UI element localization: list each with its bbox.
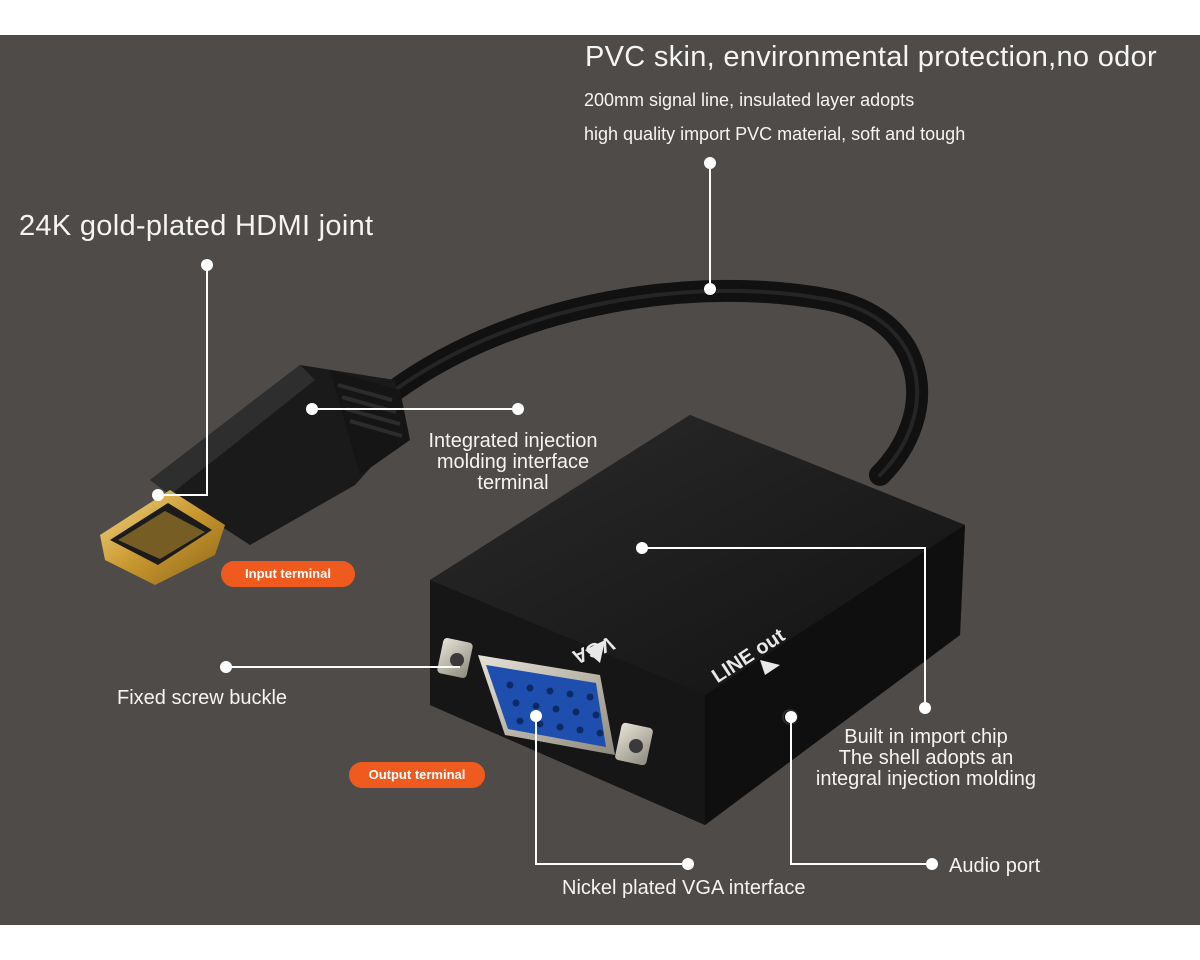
injection-line-2: molding interface [436, 451, 590, 473]
chip-line-2: The shell adopts an [838, 747, 1014, 769]
callout-leaders [158, 163, 932, 865]
hdmi-to-vga-adapter-illustration: VGA LINE out [100, 157, 965, 870]
vga-interface-label: Nickel plated VGA interface [562, 877, 806, 899]
input-terminal-badge: Input terminal [221, 561, 355, 587]
screw-buckle-label: Fixed screw buckle [117, 687, 288, 709]
line-out-arrow-icon [760, 660, 780, 675]
product-photo-panel: VGA LINE out PVC skin, environmental pro… [0, 35, 1200, 925]
pvc-line-1: 200mm signal line, insulated layer adopt… [584, 90, 915, 110]
pvc-title: PVC skin, environmental protection,no od… [585, 41, 1157, 73]
injection-callout: Integrated injection molding interface t… [408, 431, 618, 494]
injection-line-3: terminal [477, 472, 549, 494]
pvc-line-2: high quality import PVC material, soft a… [584, 124, 966, 144]
hdmi-plug [100, 365, 410, 585]
injection-line-1: Integrated injection [428, 430, 598, 452]
chip-line-1: Built in import chip [844, 726, 1008, 748]
chip-callout: Built in import chip The shell adopts an… [795, 727, 1057, 790]
output-terminal-badge: Output terminal [349, 762, 485, 788]
audio-port-label: Audio port [949, 855, 1041, 877]
chip-line-3: integral injection molding [815, 768, 1037, 790]
vga-arrow-icon [585, 640, 605, 663]
callout-dots [152, 157, 938, 870]
vga-adapter-box: VGA LINE out [430, 415, 965, 825]
hdmi-joint-title: 24K gold-plated HDMI joint [19, 210, 374, 242]
